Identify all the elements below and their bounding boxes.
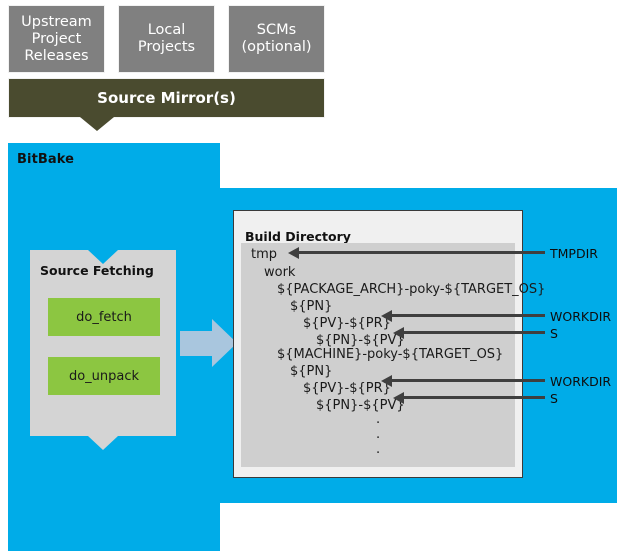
tree-line-machine: ${MACHINE}-poky-${TARGET_OS} — [277, 347, 504, 362]
tree-ellipsis-dot-1: . — [376, 412, 381, 427]
source-mirror-down-arrow — [80, 117, 114, 131]
flow-arrow-shaft — [180, 331, 212, 356]
callout-shaft-tmpdir — [299, 251, 545, 254]
tree-ellipsis-dot-2: . — [376, 427, 381, 442]
callout-head-s-2 — [393, 392, 404, 404]
tree-line-pn-pv-1: ${PN}-${PV} — [316, 333, 405, 348]
callout-head-tmpdir — [288, 247, 299, 259]
callout-shaft-s-1 — [404, 331, 545, 334]
tree-ellipsis-dot-3: . — [376, 442, 381, 457]
build-directory-tree-area — [241, 243, 515, 467]
build-directory-title: Build Directory — [245, 229, 351, 244]
source-box-local: Local Projects — [118, 5, 215, 73]
source-fetching-title: Source Fetching — [40, 263, 154, 278]
callout-label-workdir-1: WORKDIR — [550, 309, 612, 324]
tree-line-tmp: tmp — [251, 247, 278, 262]
callout-head-workdir-2 — [381, 375, 392, 387]
tree-line-work: work — [264, 265, 296, 280]
bitbake-region-upper — [8, 143, 220, 188]
source-fetching-notch-bottom — [88, 436, 118, 450]
callout-shaft-workdir-1 — [392, 314, 545, 317]
source-box-scms-line-1: SCMs — [256, 22, 297, 38]
callout-head-s-1 — [393, 327, 404, 339]
callout-label-workdir-2: WORKDIR — [550, 374, 612, 389]
source-fetching-notch-top — [88, 250, 118, 264]
tree-line-pn-pv-2: ${PN}-${PV} — [316, 398, 405, 413]
callout-label-tmpdir: TMPDIR — [550, 246, 598, 261]
callout-shaft-s-2 — [404, 396, 545, 399]
source-mirror-label: Source Mirror(s) — [97, 89, 236, 107]
tree-line-package-arch: ${PACKAGE_ARCH}-poky-${TARGET_OS} — [277, 282, 546, 297]
source-box-local-line-2: Projects — [137, 39, 196, 55]
source-box-upstream-line-1: Upstream — [21, 13, 92, 30]
task-box-do-unpack-label: do_unpack — [68, 368, 140, 384]
task-box-do-fetch-label: do_fetch — [76, 309, 132, 325]
task-box-do-fetch[interactable]: do_fetch — [48, 298, 160, 336]
flow-arrow-head — [212, 319, 237, 367]
callout-shaft-workdir-2 — [392, 379, 545, 382]
source-box-local-line-1: Local — [147, 22, 186, 38]
source-fetching-panel — [30, 250, 176, 436]
callout-label-s-1: S — [550, 326, 558, 341]
source-box-scms: SCMs (optional) — [228, 5, 325, 73]
source-box-scms-line-2: (optional) — [241, 39, 312, 55]
callout-label-s-2: S — [550, 391, 558, 406]
tree-line-pv-pr-1: ${PV}-${PR} — [303, 316, 391, 331]
bitbake-region-foot — [8, 503, 220, 551]
source-mirror-bar: Source Mirror(s) — [8, 78, 325, 118]
callout-head-workdir-1 — [381, 310, 392, 322]
source-box-upstream-line-2: Project — [31, 30, 82, 47]
task-box-do-unpack[interactable]: do_unpack — [48, 357, 160, 395]
source-box-upstream-line-3: Releases — [24, 47, 89, 64]
tree-line-pn-2: ${PN} — [290, 364, 333, 379]
tree-line-pn-1: ${PN} — [290, 299, 333, 314]
tree-line-pv-pr-2: ${PV}-${PR} — [303, 381, 391, 396]
source-box-upstream: Upstream Project Releases — [8, 5, 105, 73]
bitbake-label: BitBake — [17, 152, 75, 167]
